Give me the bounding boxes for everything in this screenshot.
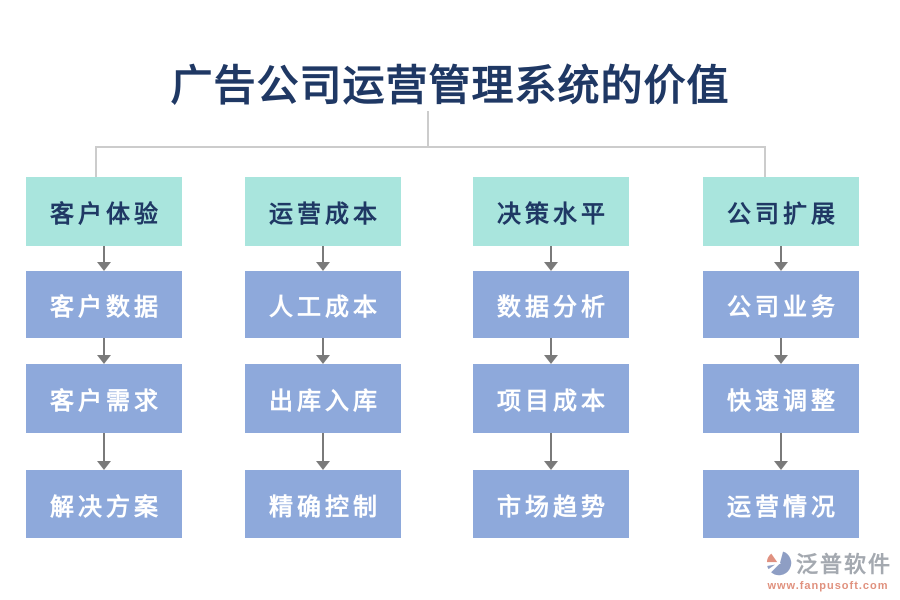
arrow-down-icon bbox=[544, 433, 558, 470]
node-box: 出库入库 bbox=[245, 364, 401, 433]
arrow-shaft bbox=[550, 338, 552, 355]
arrow-head bbox=[316, 461, 330, 470]
arrow-shaft bbox=[103, 433, 105, 461]
arrow-head bbox=[774, 355, 788, 364]
arrow-shaft bbox=[550, 246, 552, 262]
arrow-head bbox=[544, 355, 558, 364]
header-box: 决策水平 bbox=[473, 177, 629, 246]
node-box: 运营情况 bbox=[703, 470, 859, 538]
arrow-head bbox=[774, 461, 788, 470]
arrow-shaft bbox=[322, 246, 324, 262]
arrow-head bbox=[316, 355, 330, 364]
node-box: 快速调整 bbox=[703, 364, 859, 433]
arrow-head bbox=[97, 262, 111, 271]
arrow-head bbox=[97, 355, 111, 364]
arrow-head bbox=[97, 461, 111, 470]
arrow-shaft bbox=[780, 433, 782, 461]
node-box: 解决方案 bbox=[26, 470, 182, 538]
arrow-shaft bbox=[103, 246, 105, 262]
flow-column-customer-experience: 客户体验 客户数据 客户需求 解决方案 bbox=[26, 177, 182, 538]
brand-url: www.fanpusoft.com bbox=[767, 580, 889, 592]
arrow-down-icon bbox=[97, 338, 111, 364]
node-box: 公司业务 bbox=[703, 271, 859, 338]
header-box: 公司扩展 bbox=[703, 177, 859, 246]
connector-horizontal-bar bbox=[95, 146, 766, 148]
arrow-head bbox=[316, 262, 330, 271]
fanpu-watermark: 泛普软件 www.fanpusoft.com bbox=[764, 547, 892, 592]
connector-vertical-center bbox=[427, 111, 429, 146]
arrow-down-icon bbox=[544, 246, 558, 271]
arrow-down-icon bbox=[544, 338, 558, 364]
arrow-down-icon bbox=[97, 246, 111, 271]
fanpu-logo-icon bbox=[764, 549, 794, 578]
node-box: 客户需求 bbox=[26, 364, 182, 433]
flow-column-company-expansion: 公司扩展 公司业务 快速调整 运营情况 bbox=[703, 177, 859, 538]
page-title: 广告公司运营管理系统的价值 bbox=[170, 64, 730, 110]
arrow-down-icon bbox=[774, 338, 788, 364]
arrow-shaft bbox=[322, 433, 324, 461]
brand-name: 泛普软件 bbox=[795, 552, 892, 577]
node-box: 市场趋势 bbox=[473, 470, 629, 538]
arrow-down-icon bbox=[774, 433, 788, 470]
node-box: 精确控制 bbox=[245, 470, 401, 538]
arrow-head bbox=[544, 262, 558, 271]
arrow-shaft bbox=[550, 433, 552, 461]
arrow-down-icon bbox=[97, 433, 111, 470]
flow-column-decision-level: 决策水平 数据分析 项目成本 市场趋势 bbox=[473, 177, 629, 538]
connector-drop-right bbox=[764, 146, 766, 177]
node-box: 项目成本 bbox=[473, 364, 629, 433]
arrow-down-icon bbox=[316, 338, 330, 364]
arrow-shaft bbox=[322, 338, 324, 355]
arrow-head bbox=[774, 262, 788, 271]
arrow-down-icon bbox=[316, 246, 330, 271]
node-box: 客户数据 bbox=[26, 271, 182, 338]
node-box: 数据分析 bbox=[473, 271, 629, 338]
arrow-head bbox=[544, 461, 558, 470]
arrow-down-icon bbox=[316, 433, 330, 470]
header-box: 运营成本 bbox=[245, 177, 401, 246]
arrow-down-icon bbox=[774, 246, 788, 271]
header-box: 客户体验 bbox=[26, 177, 182, 246]
arrow-shaft bbox=[103, 338, 105, 355]
fanpu-logo-row: 泛普软件 bbox=[764, 547, 892, 579]
node-box: 人工成本 bbox=[245, 271, 401, 338]
flow-column-operating-cost: 运营成本 人工成本 出库入库 精确控制 bbox=[245, 177, 401, 538]
arrow-shaft bbox=[780, 338, 782, 355]
arrow-shaft bbox=[780, 246, 782, 262]
connector-drop-left bbox=[95, 146, 97, 177]
